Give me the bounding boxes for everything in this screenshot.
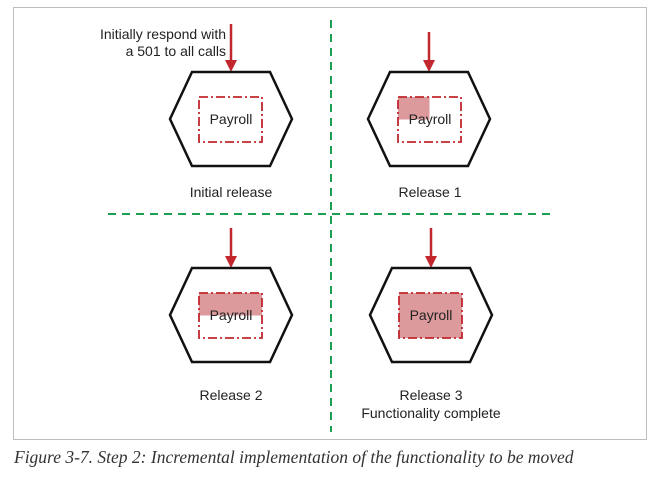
- panel-caption: Release 1: [398, 184, 461, 200]
- payroll-module-box: [198, 96, 263, 143]
- panel-release-1: Payroll Release 1: [366, 32, 492, 200]
- payroll-label: Payroll: [210, 307, 253, 323]
- annotation-line-2: a 501 to all calls: [126, 43, 226, 59]
- panel-release-2: Payroll Release 2: [168, 228, 294, 403]
- request-arrow-head: [225, 60, 237, 72]
- request-arrow-head: [225, 256, 237, 268]
- panel-release-3: Payroll Release 3 Functionality complete: [361, 228, 501, 421]
- payroll-label: Payroll: [410, 307, 453, 323]
- annotation-line-1: Initially respond with: [100, 26, 226, 42]
- panel-caption-line-1: Release 3: [399, 387, 462, 403]
- payroll-implemented-fill: [199, 293, 262, 316]
- payroll-label: Payroll: [409, 111, 452, 127]
- payroll-module-box: [398, 292, 463, 339]
- panel-caption: Release 2: [199, 387, 262, 403]
- payroll-module-box: [397, 96, 462, 143]
- request-arrow-head: [425, 256, 437, 268]
- request-arrow-head: [423, 60, 435, 72]
- payroll-module-box: [198, 292, 263, 339]
- panel-caption: Initial release: [190, 184, 273, 200]
- figure-caption: Figure 3-7. Step 2: Incremental implemen…: [14, 447, 574, 467]
- payroll-implemented-fill: [398, 97, 430, 120]
- panel-initial-release: Payroll Initial release: [168, 24, 294, 200]
- payroll-implemented-fill: [399, 293, 462, 338]
- panel-caption-line-2: Functionality complete: [361, 405, 501, 421]
- payroll-label: Payroll: [210, 111, 253, 127]
